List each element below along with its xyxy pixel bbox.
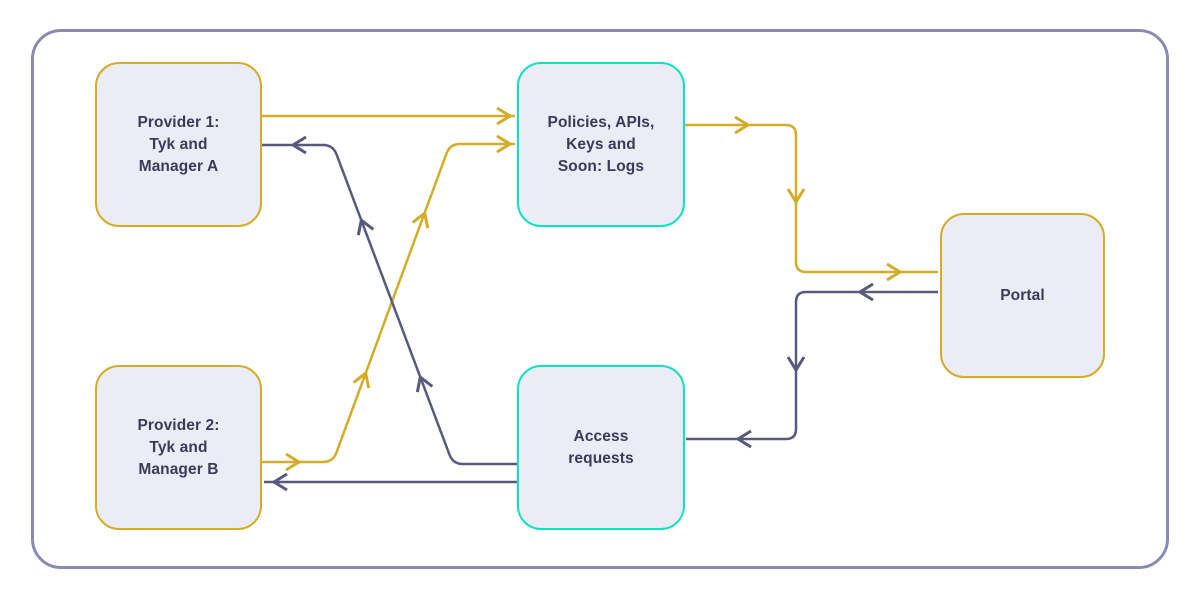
node-provider-1: Provider 1: Tyk and Manager A [95,62,262,227]
arrow-chevron-icon [411,210,430,229]
node-policies-apis-keys-logs: Policies, APIs, Keys and Soon: Logs [517,62,685,227]
node-access-requests-label: Access requests [568,427,634,467]
arrow-chevron-icon [285,452,302,472]
arrow-chevron-icon [356,217,375,236]
node-portal-label: Portal [1000,286,1045,304]
arrow-chevron-icon [786,188,806,205]
arrow-chevron-icon [415,374,434,393]
outer-frame [31,29,1169,569]
node-provider-2: Provider 2: Tyk and Manager B [95,365,262,530]
node-provider-1-label: Provider 1: Tyk and Manager A [137,113,220,175]
node-access-requests: Access requests [517,365,685,530]
arrow-chevron-icon [290,135,307,155]
arrow-chevron-icon [352,370,371,389]
edge-access-to-provider1 [262,135,517,466]
edge-provider2-to-policies [262,134,515,472]
edge-policies-to-portal [685,115,938,282]
arrow-chevron-icon [857,282,874,302]
arrow-chevron-icon [496,134,513,154]
arrow-chevron-icon [735,429,752,449]
node-policies-apis-keys-logs-label: Policies, APIs, Keys and Soon: Logs [547,113,655,175]
edge-provider1-to-policies [262,106,515,126]
node-provider-2-label: Provider 2: Tyk and Manager B [137,416,220,478]
edge-portal-to-access [686,282,938,449]
arrow-chevron-icon [734,115,751,135]
arrow-chevron-icon [786,356,806,373]
arrow-chevron-icon [271,472,288,492]
arrow-chevron-icon [886,262,903,282]
node-portal: Portal [940,213,1105,378]
edge-access-to-provider2 [264,472,517,492]
arrow-chevron-icon [496,106,513,126]
